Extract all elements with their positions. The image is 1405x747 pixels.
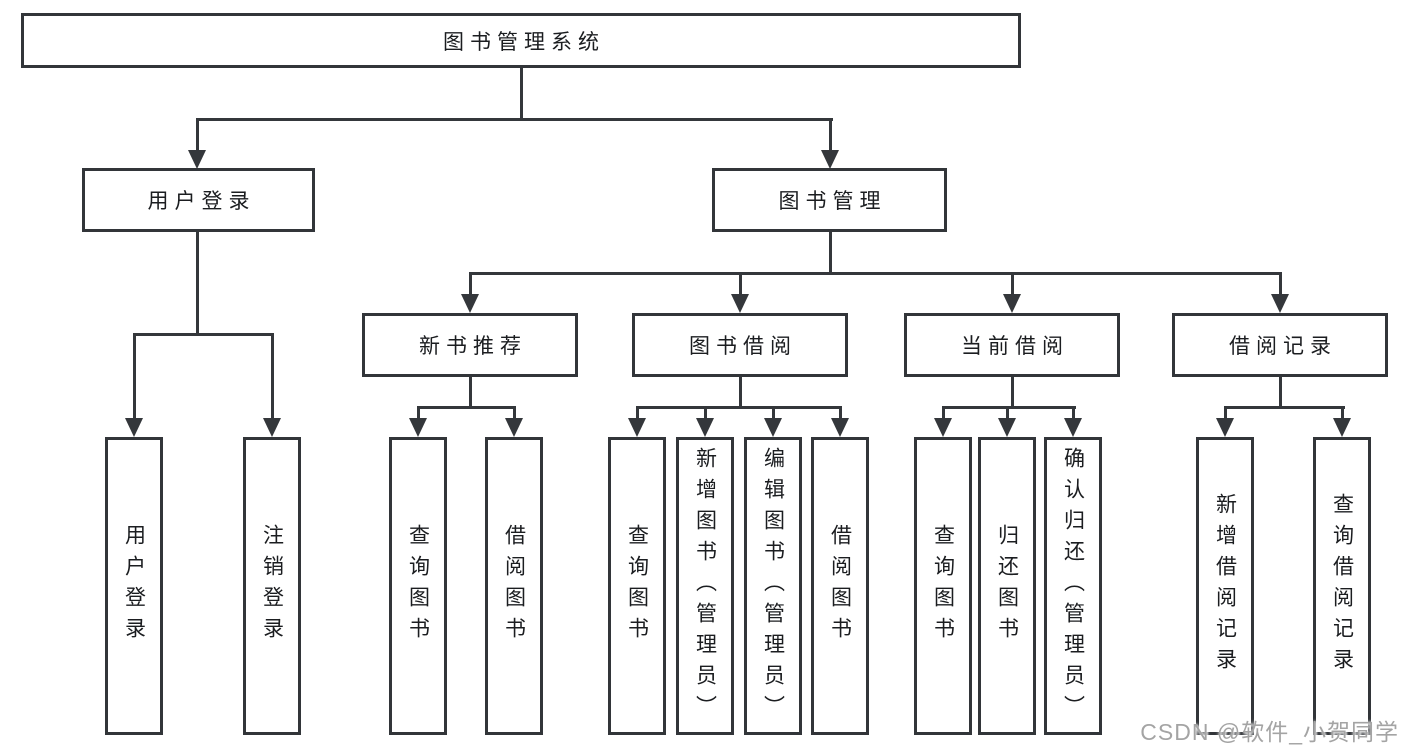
node-label: 图书管理 xyxy=(778,190,887,213)
arrow-down-icon xyxy=(764,418,782,437)
arrow-down-icon xyxy=(188,150,206,169)
connector-line xyxy=(636,406,842,409)
arrow-down-icon xyxy=(505,418,523,437)
node-add-books-admin: 新增图书（管理员） xyxy=(676,437,734,735)
arrow-down-icon xyxy=(1064,418,1082,437)
connector-line xyxy=(196,120,199,151)
arrow-down-icon xyxy=(461,294,479,313)
node-label: 查询图书 xyxy=(406,524,430,648)
node-label: 查询图书 xyxy=(931,524,955,648)
connector-line xyxy=(196,232,199,335)
arrow-down-icon xyxy=(125,418,143,437)
arrow-down-icon xyxy=(1003,294,1021,313)
connector-line xyxy=(520,68,523,120)
connector-line xyxy=(469,272,1282,275)
connector-line xyxy=(1011,275,1014,296)
node-return-books: 归还图书 xyxy=(978,437,1036,735)
node-label: 查询借阅记录 xyxy=(1330,493,1354,679)
connector-line xyxy=(739,377,742,408)
connector-line xyxy=(417,408,420,420)
node-query-books-current: 查询图书 xyxy=(914,437,972,735)
connector-line xyxy=(271,335,274,420)
connector-line xyxy=(942,406,1076,409)
connector-line xyxy=(1279,377,1282,408)
node-label: 确认归还（管理员） xyxy=(1061,446,1085,726)
connector-line xyxy=(1011,377,1014,408)
arrow-down-icon xyxy=(821,150,839,169)
node-library-management-system: 图书管理系统 xyxy=(21,13,1021,68)
node-borrow-books: 借阅图书 xyxy=(811,437,869,735)
arrow-down-icon xyxy=(998,418,1016,437)
connector-line xyxy=(772,408,775,420)
node-label: 图书借阅 xyxy=(689,335,797,358)
node-query-borrow-record: 查询借阅记录 xyxy=(1313,437,1371,735)
node-label: 新增借阅记录 xyxy=(1213,493,1237,679)
node-new-book-recommend: 新书推荐 xyxy=(362,313,578,377)
node-label: 图书管理系统 xyxy=(443,30,605,54)
arrow-down-icon xyxy=(1216,418,1234,437)
node-borrow-books-recommend: 借阅图书 xyxy=(485,437,543,735)
arrow-down-icon xyxy=(1271,294,1289,313)
watermark: CSDN @软件_小贺同学 xyxy=(1140,719,1399,745)
arrow-down-icon xyxy=(731,294,749,313)
node-confirm-return-admin: 确认归还（管理员） xyxy=(1044,437,1102,735)
node-query-books-borrowing: 查询图书 xyxy=(608,437,666,735)
arrow-down-icon xyxy=(409,418,427,437)
connector-line xyxy=(469,377,472,408)
connector-line xyxy=(133,335,136,420)
node-label: 归还图书 xyxy=(995,524,1019,648)
node-label: 借阅记录 xyxy=(1229,335,1337,358)
node-add-borrow-record: 新增借阅记录 xyxy=(1196,437,1254,735)
connector-line xyxy=(829,120,832,151)
node-label: 编辑图书（管理员） xyxy=(761,446,785,726)
connector-line xyxy=(829,232,832,274)
arrow-down-icon xyxy=(831,418,849,437)
node-logout: 注销登录 xyxy=(243,437,301,735)
connector-line xyxy=(636,408,639,420)
node-label: 借阅图书 xyxy=(828,524,852,648)
connector-line xyxy=(469,275,472,296)
connector-line xyxy=(1224,408,1227,420)
connector-line xyxy=(839,408,842,420)
node-edit-books-admin: 编辑图书（管理员） xyxy=(744,437,802,735)
node-borrowing-records: 借阅记录 xyxy=(1172,313,1388,377)
connector-line xyxy=(1341,408,1344,420)
node-label: 当前借阅 xyxy=(961,335,1069,358)
node-book-management: 图书管理 xyxy=(712,168,947,232)
arrow-down-icon xyxy=(263,418,281,437)
connector-line xyxy=(133,333,274,336)
connector-line xyxy=(417,406,516,409)
node-current-borrowing: 当前借阅 xyxy=(904,313,1120,377)
node-book-borrowing: 图书借阅 xyxy=(632,313,848,377)
connector-line xyxy=(1072,408,1075,420)
arrow-down-icon xyxy=(628,418,646,437)
arrow-down-icon xyxy=(696,418,714,437)
arrow-down-icon xyxy=(1333,418,1351,437)
connector-line xyxy=(1006,408,1009,420)
connector-line xyxy=(1224,406,1345,409)
node-label: 注销登录 xyxy=(260,524,284,648)
node-label: 用户登录 xyxy=(147,190,256,213)
node-label: 用户登录 xyxy=(122,524,146,648)
node-label: 新书推荐 xyxy=(419,335,527,358)
node-query-books-recommend: 查询图书 xyxy=(389,437,447,735)
arrow-down-icon xyxy=(934,418,952,437)
node-label: 新增图书（管理员） xyxy=(693,446,717,726)
connector-line xyxy=(942,408,945,420)
connector-line xyxy=(739,275,742,296)
node-user-login-module: 用户登录 xyxy=(82,168,315,232)
connector-line xyxy=(1279,275,1282,296)
connector-line xyxy=(196,118,833,121)
node-label: 查询图书 xyxy=(625,524,649,648)
connector-line xyxy=(704,408,707,420)
node-label: 借阅图书 xyxy=(502,524,526,648)
connector-line xyxy=(513,408,516,420)
node-user-login: 用户登录 xyxy=(105,437,163,735)
